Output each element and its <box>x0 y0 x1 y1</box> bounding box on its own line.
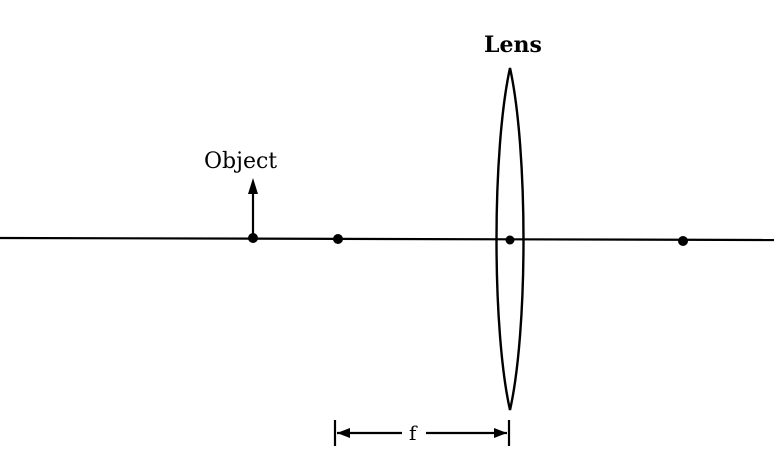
focal-arrow-right <box>494 428 507 438</box>
focal-point-left <box>333 234 343 244</box>
focal-point-right <box>678 236 688 246</box>
object-point <box>248 233 258 243</box>
lens-center-point <box>505 235 515 245</box>
lens-shape <box>495 67 525 411</box>
object-arrowhead <box>248 178 258 194</box>
focal-arrow-left <box>337 428 350 438</box>
object-label: Object <box>204 149 277 174</box>
optical-axis <box>0 236 774 242</box>
lens-label: Lens <box>484 32 542 58</box>
focal-length-label: f <box>409 421 418 445</box>
